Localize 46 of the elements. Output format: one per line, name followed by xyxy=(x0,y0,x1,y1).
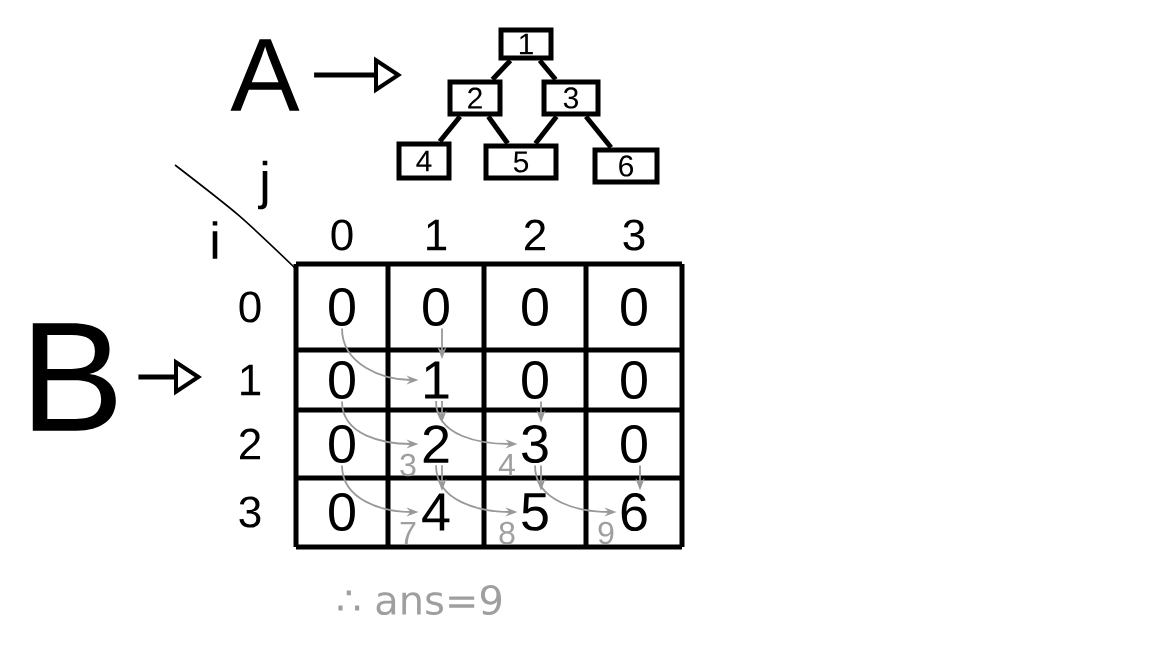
row-number: 3 xyxy=(239,496,261,528)
tree-line xyxy=(533,114,559,146)
row-number: 1 xyxy=(241,364,261,396)
cell-value: 0 xyxy=(621,287,647,327)
column-number: 1 xyxy=(427,219,447,251)
cell-value: 0 xyxy=(522,360,548,400)
letter: B xyxy=(32,323,116,431)
axis-label: i xyxy=(212,221,218,259)
step-number: 9 xyxy=(598,521,614,545)
cell-value: 0 xyxy=(329,492,355,532)
cell-value: 0 xyxy=(621,424,647,464)
step-number: 3 xyxy=(400,453,416,477)
cell-value: 0 xyxy=(621,360,647,400)
row-number: 0 xyxy=(239,291,261,323)
cell-value: 6 xyxy=(621,492,647,532)
tree-box: 1 xyxy=(498,27,554,61)
column-number: 2 xyxy=(525,219,546,251)
tree-box: 5 xyxy=(483,143,559,181)
tree-line xyxy=(490,58,513,82)
cell-value: 0 xyxy=(522,287,548,327)
cell-value: 3 xyxy=(522,424,548,464)
column-number: 3 xyxy=(623,219,645,251)
tree-box: 6 xyxy=(592,147,660,185)
axis-label: j xyxy=(258,160,268,210)
cell-value: 0 xyxy=(329,424,355,464)
cell-value: 1 xyxy=(425,361,449,399)
step-number: 8 xyxy=(499,521,515,545)
tree-box: 3 xyxy=(541,79,601,117)
tree-line xyxy=(437,114,462,144)
step-number: 7 xyxy=(400,522,416,544)
tree-box: 4 xyxy=(396,141,452,181)
cell-value: 0 xyxy=(329,287,355,327)
cell-value: 0 xyxy=(423,287,449,327)
tree-line xyxy=(537,58,558,82)
cell-value: 2 xyxy=(423,425,449,463)
note-text: ∴ ans=9 xyxy=(338,584,502,616)
tree-line xyxy=(486,115,510,145)
letter: A xyxy=(230,39,300,111)
cell-value: 4 xyxy=(422,493,450,531)
tree-box: 2 xyxy=(447,79,503,117)
cell-value: 0 xyxy=(329,360,355,400)
step-number: 4 xyxy=(498,454,515,476)
tree-line xyxy=(584,114,613,150)
row-number: 2 xyxy=(240,428,261,460)
cell-value: 5 xyxy=(522,493,548,531)
column-number: 0 xyxy=(331,219,353,251)
